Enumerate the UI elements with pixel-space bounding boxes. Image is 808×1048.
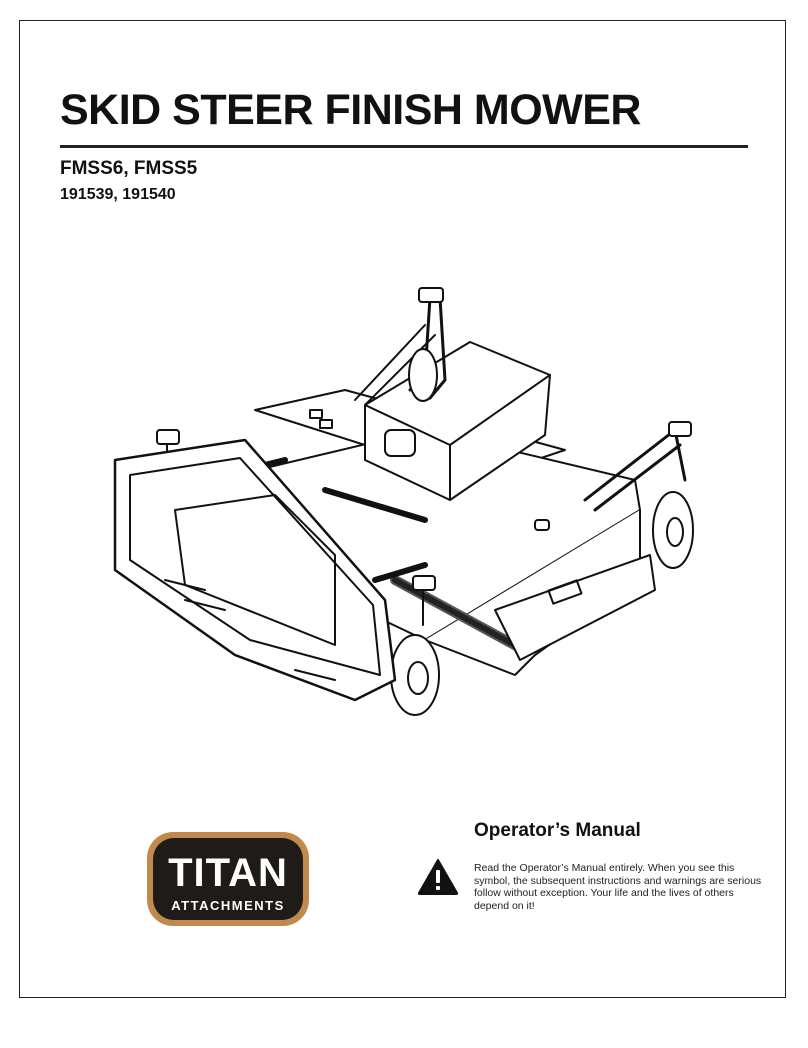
part-numbers: 191539, 191540 bbox=[60, 186, 176, 203]
mower-illustration bbox=[113, 287, 694, 716]
svg-text:TITAN: TITAN bbox=[168, 851, 288, 895]
model-numbers: FMSS6, FMSS5 bbox=[60, 158, 198, 179]
page-border bbox=[19, 20, 786, 998]
titan-attachments-logo: TITAN ATTACHMENTS bbox=[147, 832, 309, 926]
document-title: SKID STEER FINISH MOWER bbox=[60, 86, 641, 134]
warning-triangle-icon bbox=[417, 859, 459, 895]
title-divider bbox=[60, 145, 748, 148]
manual-heading: Operator’s Manual bbox=[474, 820, 641, 841]
warning-text: Read the Operator’s Manual entirely. Whe… bbox=[474, 862, 762, 912]
svg-text:ATTACHMENTS: ATTACHMENTS bbox=[171, 898, 285, 913]
